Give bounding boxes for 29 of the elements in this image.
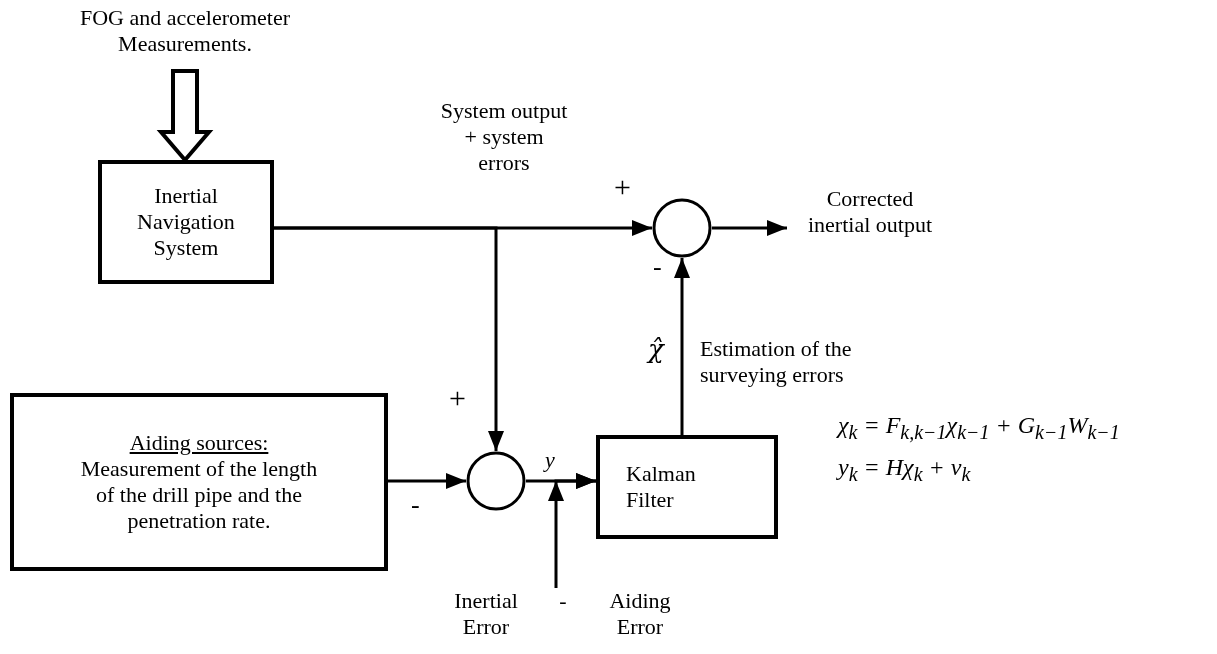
plus-sign: + bbox=[614, 174, 631, 200]
process-box bbox=[10, 393, 388, 571]
process-box bbox=[596, 435, 778, 539]
arrow bbox=[548, 473, 596, 588]
box-text: Measurement of the length of the drill pipe and the penetration rate. bbox=[79, 456, 319, 534]
edge-label: System output + system errors bbox=[439, 98, 569, 176]
signal-label: Aiding Error bbox=[608, 588, 672, 640]
signal-label: Inertial Error bbox=[453, 588, 519, 640]
box-text: Inertial Navigation System bbox=[136, 183, 236, 261]
summing-junction bbox=[466, 451, 526, 511]
edge-label: y bbox=[542, 447, 556, 473]
arrow bbox=[388, 473, 466, 489]
arrow bbox=[712, 220, 787, 236]
equation: χ$_{k}$ = F$_{k,k−1}$χ$_{k−1}$ + G$_{k−1}$W$_{k−1}$ bbox=[838, 412, 1120, 445]
summing-junction bbox=[652, 198, 712, 258]
minus-sign: - bbox=[558, 588, 568, 614]
minus-sign: - bbox=[411, 492, 420, 518]
edge-label: Estimation of the surveying errors bbox=[700, 336, 853, 388]
estimate-symbol: χ̂ bbox=[648, 336, 664, 362]
arrow bbox=[674, 258, 690, 435]
input-text: FOG and accelerometer Measurements. bbox=[78, 5, 292, 57]
plus-sign: + bbox=[449, 385, 466, 411]
box-heading: Aiding sources: bbox=[128, 430, 270, 456]
equation: y$_{k}$ = Hχ$_{k}$ + v$_{k}$ bbox=[838, 454, 971, 487]
output-text: Corrected inertial output bbox=[807, 186, 933, 238]
process-box bbox=[98, 160, 274, 284]
arrow bbox=[274, 226, 504, 451]
minus-sign: - bbox=[653, 254, 662, 280]
box-text: Kalman Filter bbox=[626, 461, 697, 513]
